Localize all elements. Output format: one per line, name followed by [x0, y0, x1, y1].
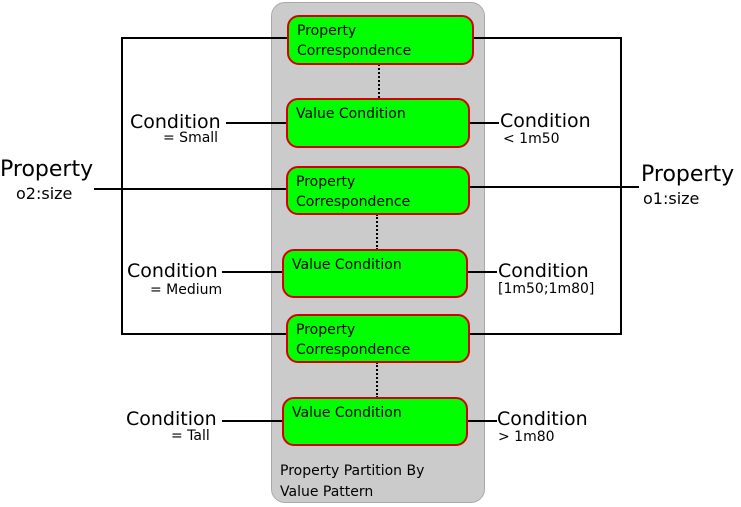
- right-condition-title-3: Condition: [497, 408, 588, 430]
- left-condition-title-1: Condition: [130, 111, 221, 133]
- left-condition-title-2: Condition: [127, 260, 218, 282]
- property-correspondence-node-1[interactable]: Property Correspondence: [287, 15, 474, 65]
- left-condition-value-2: = Medium: [150, 282, 223, 298]
- value-condition-node-3[interactable]: Value Condition: [282, 397, 468, 446]
- correspondence-label-line1: Property: [296, 174, 356, 190]
- right-condition-title-1: Condition: [500, 110, 591, 132]
- condition-connector-left-1: [226, 122, 286, 124]
- value-condition-node-2[interactable]: Value Condition: [282, 249, 468, 298]
- correspondence-label-line2: Correspondence: [296, 194, 411, 210]
- pattern-caption-line2: Value Pattern: [280, 484, 374, 500]
- condition-connector-left-3: [222, 420, 282, 422]
- right-bracket-bottom: [469, 333, 622, 335]
- right-condition-value-3: > 1m80: [498, 429, 555, 445]
- left-bracket-top: [121, 37, 287, 39]
- right-condition-title-2: Condition: [498, 260, 589, 282]
- right-property-title: Property: [641, 162, 735, 187]
- property-correspondence-node-2[interactable]: Property Correspondence: [286, 166, 470, 215]
- left-bracket-bottom: [121, 333, 287, 335]
- value-condition-label: Value Condition: [292, 257, 402, 273]
- left-property-name: o2:size: [16, 184, 73, 203]
- left-property-title: Property: [0, 157, 94, 182]
- pattern-caption-line1: Property Partition By: [280, 463, 425, 479]
- value-condition-node-1[interactable]: Value Condition: [286, 98, 470, 148]
- correspondence-label-line2: Correspondence: [297, 43, 412, 59]
- dotted-link-1: [378, 64, 380, 98]
- correspondence-label-line1: Property: [297, 23, 357, 39]
- right-property-connector: [469, 186, 639, 188]
- right-bracket-top: [473, 37, 622, 39]
- left-condition-value-3: = Tall: [171, 428, 210, 444]
- dotted-link-2: [376, 214, 378, 250]
- condition-connector-left-2: [222, 271, 282, 273]
- correspondence-label-line1: Property: [296, 322, 356, 338]
- correspondence-label-line2: Correspondence: [296, 342, 411, 358]
- left-condition-title-3: Condition: [126, 408, 217, 430]
- condition-connector-right-1: [469, 122, 499, 124]
- left-property-connector: [94, 188, 287, 190]
- value-condition-label: Value Condition: [296, 106, 406, 122]
- left-bracket-vertical: [121, 37, 123, 335]
- value-condition-label: Value Condition: [292, 405, 402, 421]
- condition-connector-right-2: [467, 271, 497, 273]
- property-correspondence-node-3[interactable]: Property Correspondence: [286, 314, 470, 363]
- right-condition-value-2: [1m50;1m80]: [498, 281, 595, 297]
- right-condition-value-1: < 1m50: [503, 131, 560, 147]
- left-condition-value-1: = Small: [163, 130, 219, 146]
- right-property-name: o1:size: [643, 189, 700, 208]
- dotted-link-3: [376, 362, 378, 398]
- condition-connector-right-3: [467, 420, 497, 422]
